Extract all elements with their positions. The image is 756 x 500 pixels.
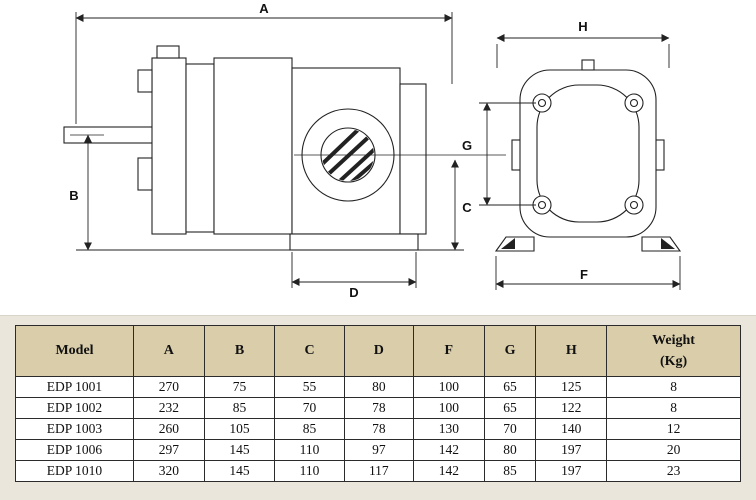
dim-label-d: D	[349, 285, 358, 300]
dim-value-cell: 125	[535, 376, 608, 398]
weight-value-cell: 12	[606, 418, 741, 440]
dim-value-cell: 260	[133, 418, 205, 440]
pump-dimension-drawing: A B C D F G H	[63, 1, 682, 300]
model-cell: EDP 1003	[15, 418, 134, 440]
dim-label-h: H	[578, 19, 587, 34]
weight-value-cell: 23	[606, 460, 741, 482]
foot-left-wedge	[501, 238, 515, 249]
model-cell: EDP 1001	[15, 376, 134, 398]
table-row: EDP 1006 297 145 110 97 142 80 197 20	[15, 439, 741, 461]
dim-value-cell: 105	[203, 418, 276, 440]
col-header-h: H	[535, 325, 608, 377]
dim-value-cell: 85	[274, 418, 345, 440]
bore-hatch-lines	[322, 129, 374, 181]
end-cover	[399, 83, 427, 235]
dim-value-cell: 145	[203, 439, 276, 461]
dim-g	[479, 102, 536, 206]
dim-value-cell: 85	[203, 397, 276, 419]
weight-label: Weight	[652, 333, 695, 348]
dim-value-cell: 97	[343, 439, 414, 461]
front-view-drawing	[494, 59, 682, 252]
dim-value-cell: 70	[483, 418, 537, 440]
dim-value-cell: 197	[535, 460, 608, 482]
dim-value-cell: 270	[133, 376, 205, 398]
dim-value-cell: 197	[535, 439, 608, 461]
foot-right-wedge	[661, 238, 675, 249]
base-plate	[289, 233, 419, 251]
col-header-d: D	[343, 325, 414, 377]
header-row: Model A B C D F G H Weight (Kg)	[15, 325, 741, 377]
dim-value-cell: 140	[535, 418, 608, 440]
table-row: EDP 1001 270 75 55 80 100 65 125 8	[15, 376, 741, 398]
dim-value-cell: 117	[343, 460, 414, 482]
dim-label-c: C	[462, 200, 472, 215]
dim-value-cell: 232	[133, 397, 205, 419]
dim-value-cell: 75	[203, 376, 276, 398]
weight-value-cell: 20	[606, 439, 741, 461]
dim-label-f: F	[580, 267, 588, 282]
bolt-head-bottom	[137, 157, 153, 191]
dim-value-cell: 80	[343, 376, 414, 398]
dim-value-cell: 70	[274, 397, 345, 419]
flange-top-cap	[156, 45, 180, 59]
model-cell: EDP 1006	[15, 439, 134, 461]
mounting-flange	[151, 57, 187, 235]
dim-value-cell: 65	[483, 397, 537, 419]
dim-value-cell: 142	[412, 439, 485, 461]
model-cell: EDP 1010	[15, 460, 134, 482]
dimension-table: Model A B C D F G H Weight (Kg) EDP 1001…	[15, 325, 741, 482]
col-header-g: G	[483, 325, 537, 377]
bolt-holes	[532, 93, 644, 215]
weight-unit-label: (Kg)	[659, 354, 688, 369]
vent-plug	[581, 59, 595, 71]
dim-value-cell: 110	[274, 439, 345, 461]
dim-value-cell: 85	[483, 460, 537, 482]
dim-b	[76, 134, 290, 251]
front-cover-plate	[536, 84, 640, 223]
bolt-head-top	[137, 69, 153, 93]
col-header-a: A	[133, 325, 205, 377]
dim-a	[75, 12, 453, 124]
dim-value-cell: 80	[483, 439, 537, 461]
dim-value-cell: 110	[274, 460, 345, 482]
table-row: EDP 1003 260 105 85 78 130 70 140 12	[15, 418, 741, 440]
spacer-block	[185, 63, 215, 233]
dim-label-a: A	[259, 1, 269, 16]
dim-c	[418, 159, 464, 251]
dimension-lines	[75, 12, 681, 290]
dim-value-cell: 145	[203, 460, 276, 482]
dim-value-cell: 65	[483, 376, 537, 398]
dim-h	[496, 33, 670, 68]
weight-value-cell: 8	[606, 397, 741, 419]
dim-value-cell: 78	[343, 418, 414, 440]
dim-value-cell: 122	[535, 397, 608, 419]
dim-value-cell: 142	[412, 460, 485, 482]
dim-value-cell: 130	[412, 418, 485, 440]
dim-d	[291, 252, 417, 288]
dim-label-b: B	[69, 188, 78, 203]
dim-value-cell: 100	[412, 397, 485, 419]
dim-value-cell: 320	[133, 460, 205, 482]
col-header-weight: Weight (Kg)	[606, 325, 741, 377]
dim-value-cell: 78	[343, 397, 414, 419]
col-header-f: F	[412, 325, 485, 377]
weight-value-cell: 8	[606, 376, 741, 398]
gear-body-block	[213, 57, 293, 235]
technical-drawing-area: A B C D F G H	[63, 1, 682, 300]
model-cell: EDP 1002	[15, 397, 134, 419]
dim-f	[495, 256, 681, 290]
col-header-c: C	[274, 325, 345, 377]
dim-value-cell: 55	[274, 376, 345, 398]
table-row: EDP 1002 232 85 70 78 100 65 122 8	[15, 397, 741, 419]
table-row: EDP 1010 320 145 110 117 142 85 197 23	[15, 460, 741, 482]
col-header-model: Model	[15, 325, 134, 377]
col-header-b: B	[203, 325, 276, 377]
dim-value-cell: 297	[133, 439, 205, 461]
dim-label-g: G	[462, 138, 472, 153]
dim-value-cell: 100	[412, 376, 485, 398]
dimension-table-area: Model A B C D F G H Weight (Kg) EDP 1001…	[0, 315, 756, 500]
side-view-drawing	[63, 45, 506, 251]
